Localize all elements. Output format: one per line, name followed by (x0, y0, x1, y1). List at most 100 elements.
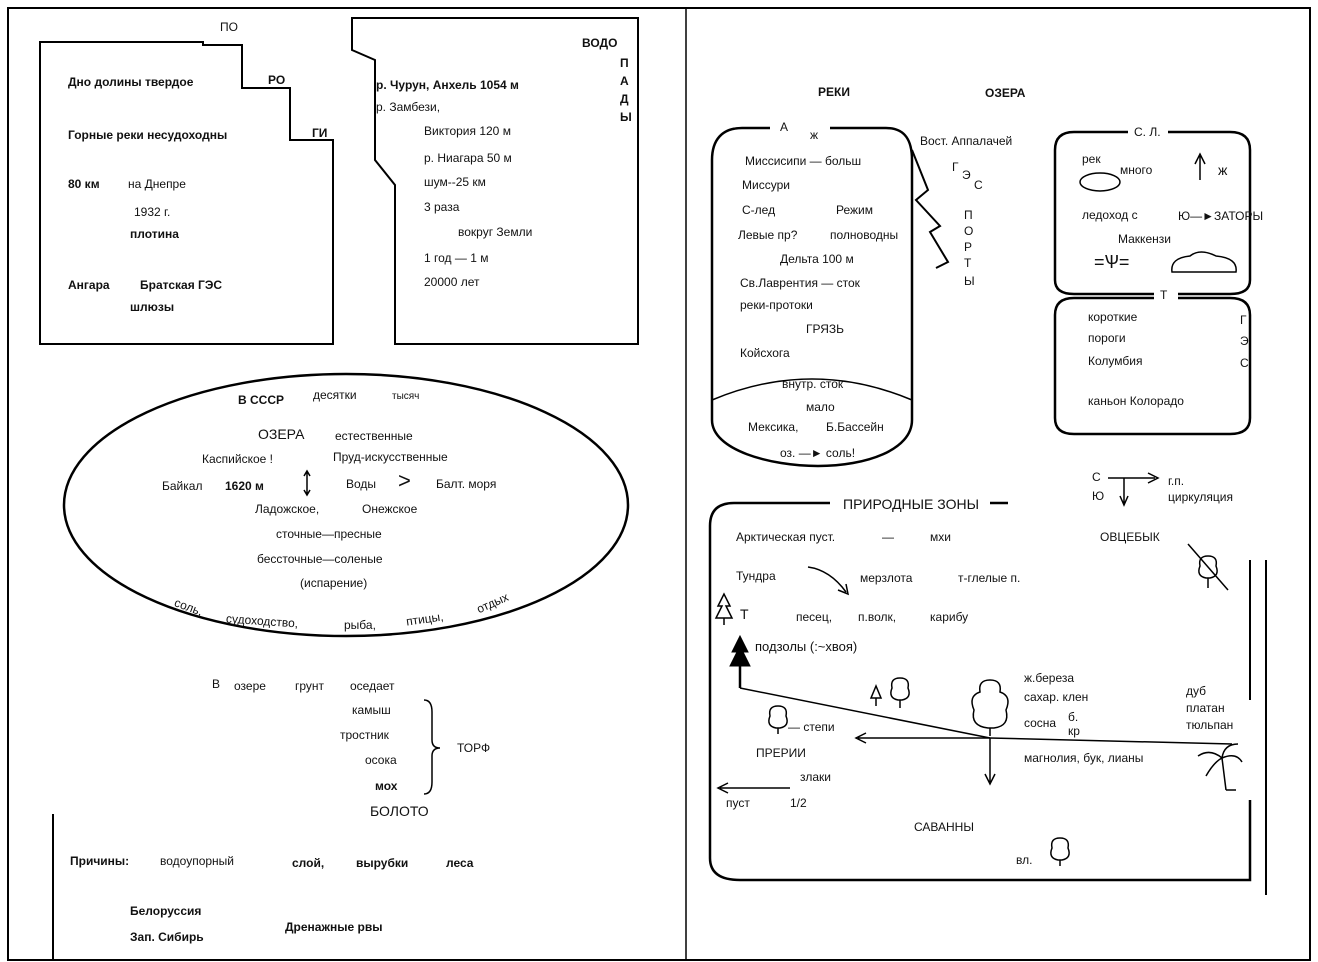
lakes-ponds: Пруд-искусственные (333, 450, 448, 464)
america-miss: Миссисипи — больш (745, 154, 862, 168)
waterfall-box (351, 17, 639, 345)
zones-ox: ОВЦЕБЫК (1100, 530, 1160, 544)
conifer-icon (714, 592, 734, 625)
north-short: короткие (1088, 310, 1138, 324)
waterfall-vert-2: Д (620, 92, 629, 106)
waterfall-victoria: Виктория 120 м (424, 124, 511, 138)
waterfall-zambezi: р. Замбези, (376, 100, 441, 114)
lakes-title: ОЗЕРА (258, 426, 305, 442)
zones-title: ПРИРОДНЫЕ ЗОНЫ (843, 496, 979, 512)
lakes-tens: десятки (313, 388, 357, 402)
north-falls-symbol: =Ѱ= (1094, 252, 1130, 272)
gorge-po: ПО (220, 20, 238, 34)
appal-g: Г (952, 160, 959, 174)
zones-birch: ж.береза (1024, 671, 1075, 685)
circ-gp: г.п. (1168, 474, 1185, 488)
gorge-ro: РО (268, 73, 286, 87)
waterfall-niagara: р. Ниагара 50 м (424, 151, 512, 165)
zones-plane: платан (1186, 701, 1225, 715)
zones-fox: песец, (796, 610, 833, 624)
appal-e: Э (962, 168, 971, 182)
america-mud: ГРЯЗЬ (806, 322, 845, 336)
causes-label: Причины: (70, 854, 130, 868)
lakes-onega: Онежское (362, 502, 418, 516)
america-lawrence: Св.Лаврентия — сток (740, 276, 860, 290)
zones-half: 1/2 (790, 796, 807, 810)
america-inner: внутр. сток (782, 377, 844, 391)
zones-box (708, 501, 1252, 882)
appal-port-4: Ы (964, 274, 975, 288)
america-full: полноводны (830, 228, 899, 242)
appal-s: С (974, 178, 983, 192)
zones-tundra: Тундра (736, 569, 776, 583)
america-left: Левые пр? (738, 228, 798, 242)
gorge-angara: Ангара (68, 278, 110, 292)
zones-wolf: п.волк, (858, 610, 897, 624)
deciduous-tree-icon (971, 679, 1009, 736)
zones-magnolia: магнолия, бук, лианы (1024, 751, 1144, 765)
north-canyon: каньон Колорадо (1088, 394, 1184, 408)
america-salt: оз. —► соль! (780, 446, 856, 460)
zones-warm: т-глелые п. (958, 571, 1021, 585)
north-jams: Ю—►ЗАТОРЫ (1178, 209, 1264, 223)
lakes-depth: 1620 м (225, 479, 264, 493)
causes-aquifer: водоупорный (160, 854, 234, 868)
zones-tulip: тюльпан (1186, 718, 1234, 732)
appal-title: Вост. Аппалачей (920, 134, 1013, 148)
lakes-heading: ОЗЕРА (985, 86, 1026, 100)
causes-siberia: Зап. Сибирь (130, 930, 204, 944)
north-sym: ж (1218, 162, 1228, 178)
zones-pine: сосна (1024, 716, 1057, 730)
peat-soil: грунт (295, 679, 325, 693)
north-ges-0: Г (1240, 313, 1247, 327)
north-t: Т (1160, 288, 1168, 302)
waterfall-vert-3: Ы (620, 110, 632, 124)
gorge-dnieper: на Днепре (128, 177, 186, 191)
america-mexico: Мексика, (748, 420, 799, 434)
america-channels: реки-протоки (740, 298, 813, 312)
gorge-bottom: Дно долины твердое (68, 75, 194, 89)
america-box (710, 126, 914, 468)
waterfall-rate: 1 год — 1 м (424, 251, 489, 265)
waterfall-years: 20000 лет (424, 275, 480, 289)
appal-port-3: Т (964, 256, 972, 270)
america-koyuk: Койсхога (740, 346, 790, 360)
north-rapids: пороги (1088, 331, 1126, 345)
deciduous-tree-icon (890, 677, 910, 708)
causes-forest: леса (446, 856, 474, 870)
zones-oak: дуб (1186, 684, 1207, 698)
gorge-year: 1932 г. (134, 205, 171, 219)
waterfall-vert-1: А (620, 74, 629, 88)
gorge-gi: ГИ (312, 126, 328, 140)
zones-caribou: карибу (930, 610, 969, 624)
north-many: много (1120, 163, 1153, 177)
lakes-natural: естественные (335, 429, 413, 443)
waterfall-noise: шум--25 км (424, 175, 486, 189)
zones-arctic: Арктическая пуст. (736, 530, 836, 544)
north-columbia: Колумбия (1088, 354, 1143, 368)
north-ges-2: С (1240, 356, 1249, 370)
zones-prairie: ПРЕРИИ (756, 746, 806, 760)
zones-t: Т (740, 606, 749, 622)
lake-outline-icon (1079, 172, 1121, 192)
north-ice: ледоход с (1082, 208, 1138, 222)
lakes-drain: сточные—пресные (276, 527, 382, 541)
waterfall-churun: р. Чурун, Анхель 1054 м (376, 78, 519, 92)
america-little: мало (806, 400, 835, 414)
crossed-tree-icon (1187, 543, 1229, 591)
zones-kr: кр (1068, 724, 1080, 738)
north-title: С. Л. (1134, 125, 1161, 139)
causes-layer: слой, (292, 856, 325, 870)
america-a: А (780, 120, 789, 134)
circ-circ: циркуляция (1168, 490, 1233, 504)
circ-yu: Ю (1092, 489, 1105, 503)
peat-lake: озере (234, 679, 266, 693)
waterfall-times: 3 раза (424, 200, 460, 214)
appal-port-1: О (964, 224, 974, 238)
causes-belarus: Белоруссия (130, 904, 202, 918)
zones-maple: сахар. клен (1024, 690, 1089, 704)
america-delta: Дельта 100 м (780, 252, 854, 266)
america-sym: ж (810, 128, 819, 142)
america-ice: С-лед (742, 203, 776, 217)
